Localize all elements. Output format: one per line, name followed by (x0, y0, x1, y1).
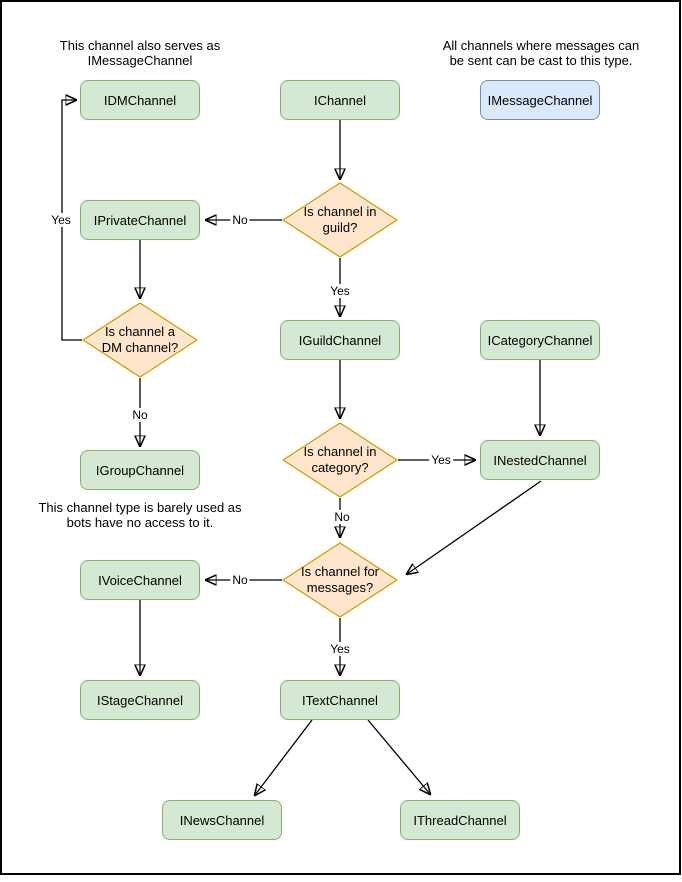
edge-itextchannel-to-inewschannel (255, 719, 313, 795)
decision-label: Is channel for messages? (300, 564, 380, 595)
note-dm-serves-imessage: This channel also serves as IMessageChan… (59, 38, 221, 68)
node-icategorychannel: ICategoryChannel (480, 320, 600, 360)
decision-is-channel-a-dm: Is channel a DM channel? (82, 302, 198, 378)
edge-inestedchannel-to-messages-decision (407, 480, 542, 574)
edge-label-yes-to-idmchannel: Yes (49, 213, 73, 227)
decision-label: Is channel a DM channel? (101, 324, 179, 355)
edge-label-yes-to-itextchannel: Yes (328, 642, 352, 656)
edge-label-no-to-igroupchannel: No (130, 408, 150, 422)
edge-label-yes-to-inestedchannel: Yes (429, 453, 453, 467)
note-igroup-barely-used: This channel type is barely used as bots… (38, 500, 242, 530)
diamond-shape (282, 422, 398, 498)
diamond-shape (282, 182, 398, 258)
node-imessagechannel: IMessageChannel (480, 80, 600, 120)
edge-label-no-to-iprivatechannel: No (230, 213, 250, 227)
edge-label-no-to-messages-decision: No (332, 510, 352, 524)
node-itextchannel: ITextChannel (280, 680, 400, 720)
decision-label: Is channel in guild? (303, 204, 377, 235)
node-ichannel: IChannel (280, 80, 400, 120)
note-imessage-cast: All channels where messages can be sent … (442, 38, 640, 68)
node-inestedchannel: INestedChannel (480, 440, 600, 480)
decision-is-channel-for-messages: Is channel for messages? (282, 542, 398, 618)
node-ivoicechannel: IVoiceChannel (80, 560, 200, 600)
edge-label-yes-to-iguildchannel: Yes (328, 284, 352, 298)
node-istagechannel: IStageChannel (80, 680, 200, 720)
decision-is-channel-in-guild: Is channel in guild? (282, 182, 398, 258)
node-iprivatechannel: IPrivateChannel (80, 200, 200, 240)
decision-is-channel-in-category: Is channel in category? (282, 422, 398, 498)
diamond-shape (82, 302, 198, 378)
node-iguildchannel: IGuildChannel (280, 320, 400, 360)
node-idmchannel: IDMChannel (80, 80, 200, 120)
node-igroupchannel: IGroupChannel (80, 450, 200, 490)
edge-label-no-to-ivoicechannel: No (230, 573, 250, 587)
edge-itextchannel-to-ithreadchannel (367, 719, 430, 794)
node-ithreadchannel: IThreadChannel (400, 800, 520, 840)
diamond-shape (282, 542, 398, 618)
decision-label: Is channel in category? (303, 444, 377, 475)
node-inewschannel: INewsChannel (162, 800, 282, 840)
